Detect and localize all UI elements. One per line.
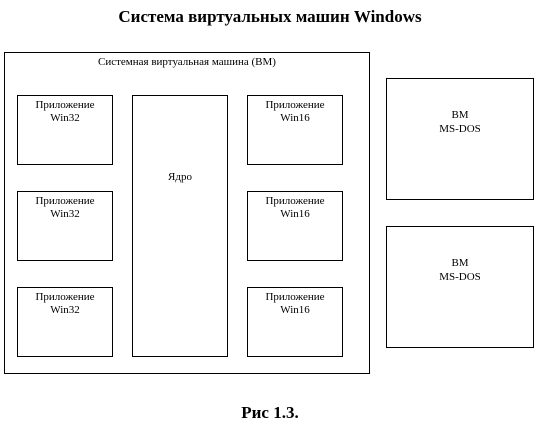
win16-app-box: Приложение Win16	[247, 95, 343, 165]
win32-app-box: Приложение Win32	[17, 191, 113, 261]
app-platform-label: Win16	[280, 208, 310, 220]
dos-vm-os-label: MS-DOS	[439, 123, 481, 135]
dos-vm-box: ВМ MS-DOS	[386, 226, 534, 348]
app-platform-label: Win32	[50, 208, 80, 220]
win16-app-box: Приложение Win16	[247, 191, 343, 261]
dos-vm-label: ВМ	[451, 109, 469, 121]
app-type-label: Приложение	[265, 99, 325, 111]
app-platform-label: Win32	[50, 112, 80, 124]
app-type-label: Приложение	[35, 195, 95, 207]
app-type-label: Приложение	[35, 99, 95, 111]
kernel-box: Ядро	[132, 95, 228, 357]
dos-vm-box: ВМ MS-DOS	[386, 78, 534, 200]
app-platform-label: Win16	[280, 112, 310, 124]
win16-app-box: Приложение Win16	[247, 287, 343, 357]
app-platform-label: Win16	[280, 304, 310, 316]
win32-app-box: Приложение Win32	[17, 287, 113, 357]
figure-caption: Рис 1.3.	[241, 403, 299, 422]
app-type-label: Приложение	[35, 291, 95, 303]
win32-app-box: Приложение Win32	[17, 95, 113, 165]
app-type-label: Приложение	[265, 291, 325, 303]
app-type-label: Приложение	[265, 195, 325, 207]
kernel-label: Ядро	[168, 171, 192, 183]
dos-vm-label: ВМ	[451, 257, 469, 269]
app-platform-label: Win32	[50, 304, 80, 316]
dos-vm-os-label: MS-DOS	[439, 271, 481, 283]
diagram-title: Система виртуальных машин Windows	[118, 7, 422, 26]
system-vm-label: Системная виртуальная машина (ВМ)	[98, 56, 276, 68]
